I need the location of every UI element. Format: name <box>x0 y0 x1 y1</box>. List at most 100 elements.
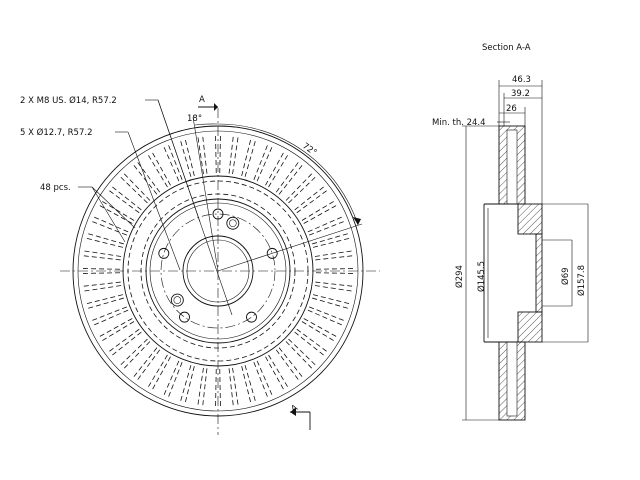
vane-line <box>315 268 356 270</box>
vane-line <box>232 367 239 408</box>
vane-line <box>99 321 135 343</box>
vane-line <box>150 150 171 186</box>
vane-line <box>131 347 158 380</box>
vane-line <box>146 354 168 390</box>
vane-line <box>99 199 135 221</box>
section-arrow-bottom <box>290 408 296 416</box>
vane-line <box>184 136 195 176</box>
vanes-group <box>80 133 356 409</box>
vane-line <box>232 134 239 175</box>
vane-line <box>121 171 151 201</box>
angle-arc-18 <box>194 123 219 126</box>
vane-line <box>197 367 204 408</box>
threaded-hole <box>170 293 184 307</box>
wheel-hole <box>266 247 278 259</box>
vane-line <box>268 152 290 188</box>
vane-line <box>118 174 148 204</box>
vane-line <box>215 133 217 174</box>
vane-line <box>89 220 127 236</box>
vane-line <box>106 188 140 214</box>
vane-line <box>268 354 290 390</box>
vane-line <box>150 356 171 392</box>
dim-hat-width: 39.2 <box>511 89 530 99</box>
vane-line <box>197 134 204 175</box>
vane-line <box>294 331 327 358</box>
section-mark-top: A <box>199 95 205 105</box>
wheel-hole <box>158 247 170 259</box>
vane-line <box>315 281 356 287</box>
vane-line <box>314 250 355 257</box>
section-view: Section A-A <box>432 43 589 421</box>
hat-face <box>535 233 543 313</box>
vane-line <box>81 285 122 292</box>
vane-line <box>167 142 183 180</box>
vane-line <box>89 306 127 322</box>
wheel-hole <box>246 311 257 323</box>
section-title: Section A-A <box>482 43 531 53</box>
vane-line <box>80 268 121 270</box>
vane-line <box>83 237 123 248</box>
vane-line <box>265 356 286 392</box>
angle-arc-72 <box>217 123 359 226</box>
ring-upper-vent <box>506 129 518 205</box>
vane-line <box>265 150 286 186</box>
vane-line <box>253 142 269 180</box>
vane-line <box>301 199 337 221</box>
vane-line <box>312 232 351 245</box>
section-mark-bottom: A <box>290 403 300 415</box>
vane-line <box>314 285 355 292</box>
callout-bolt-holes: 2 X M8 US. Ø14, R57.2 <box>20 95 117 106</box>
vane-line <box>294 184 327 211</box>
vane-line <box>309 306 347 322</box>
angle-72-label: 72° <box>300 141 318 158</box>
vane-line <box>219 133 221 174</box>
leader-wheel-2 <box>127 131 181 271</box>
hat-wall-upper <box>517 203 543 235</box>
vane-line <box>275 349 301 383</box>
vane-line <box>146 152 168 188</box>
vane-line <box>315 272 356 274</box>
wheel-hole <box>179 311 190 323</box>
angle-18-label: 18° <box>187 114 202 124</box>
vane-line <box>91 309 129 327</box>
vane-line <box>109 184 142 211</box>
vane-line <box>278 162 305 195</box>
vane-line <box>167 362 183 400</box>
vane-line <box>285 171 315 201</box>
vane-line <box>131 162 158 195</box>
vane-line <box>296 188 330 214</box>
leader-vanes-2 <box>91 186 136 229</box>
vane-line <box>219 368 221 409</box>
callouts: 2 X M8 US. Ø14, R57.2 5 X Ø12.7, R57.2 4… <box>20 95 233 316</box>
angle-ray-72 <box>217 223 363 272</box>
vane-line <box>215 368 217 409</box>
vane-line <box>80 281 121 287</box>
angle-ray-18 <box>192 116 219 272</box>
vane-line <box>135 159 161 193</box>
vane-line <box>256 360 274 398</box>
vane-line <box>109 331 142 358</box>
vane-line <box>307 215 345 233</box>
vane-line <box>121 341 151 371</box>
vane-line <box>303 318 339 339</box>
vane-line <box>313 237 353 248</box>
vane-line <box>315 255 356 261</box>
vane-line <box>118 338 148 368</box>
vane-line <box>288 174 318 204</box>
vane-line <box>256 144 274 182</box>
threaded-hole <box>226 216 240 230</box>
leader-vanes-3 <box>91 186 126 243</box>
vane-line <box>296 328 330 354</box>
vane-line <box>312 297 351 310</box>
vane-line <box>106 328 140 354</box>
vane-line <box>91 215 129 233</box>
vane-line <box>278 347 305 380</box>
vane-line <box>241 366 252 406</box>
vane-line <box>244 365 257 404</box>
ring-lower-vent <box>506 341 518 417</box>
vane-line <box>179 365 192 404</box>
vane-line <box>135 349 161 383</box>
vane-line <box>301 321 337 343</box>
leader-bolt-3 <box>157 99 233 316</box>
